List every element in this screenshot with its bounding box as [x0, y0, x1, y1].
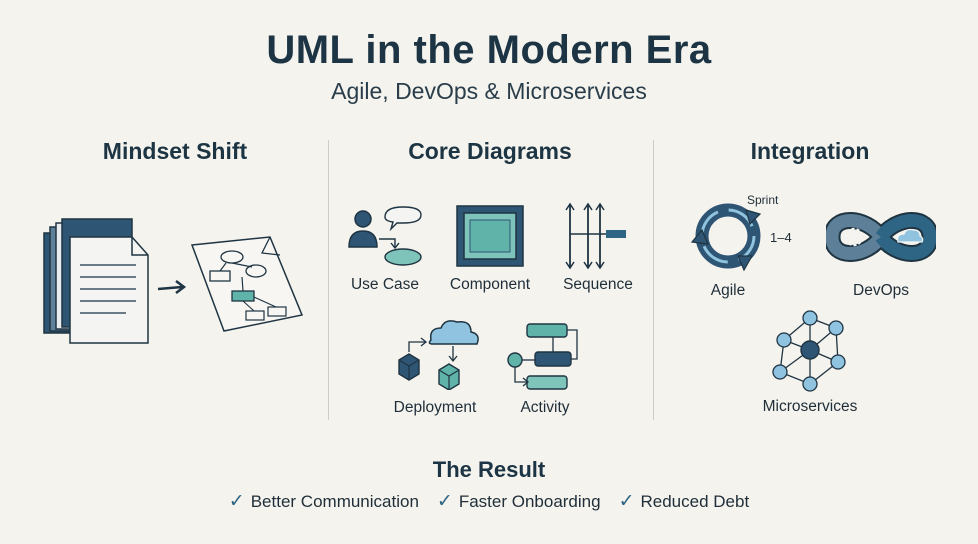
sequence-label: Sequence [563, 276, 633, 293]
result-item: ✓ Faster Onboarding [437, 490, 601, 513]
mindset-heading: Mindset Shift [102, 138, 248, 164]
document-stack-icon [43, 218, 149, 344]
microservices-label: Microservices [762, 398, 858, 415]
integration-heading: Integration [750, 138, 870, 164]
result-item-label: Better Communication [250, 491, 419, 511]
sprint-label: Sprint [747, 193, 779, 207]
result-item-label: Faster Onboarding [458, 491, 601, 511]
result-item: ✓ Reduced Debt [619, 490, 750, 513]
divider-right [653, 140, 654, 420]
devops-label: DevOps [853, 282, 909, 299]
agile-cycle-icon [690, 203, 762, 272]
core-diagrams-heading: Core Diagrams [408, 138, 572, 164]
result-item-label: Reduced Debt [640, 491, 750, 511]
sketched-diagram-icon [190, 236, 304, 332]
agile-label: Agile [710, 282, 746, 299]
page-title: UML in the Modern Era [266, 28, 712, 72]
divider-left [328, 140, 329, 420]
result-list: ✓ Better Communication ✓ Faster Onboardi… [0, 490, 978, 513]
sprint-range-label: 1–4 [770, 230, 792, 245]
deployment-label: Deployment [393, 399, 477, 416]
use-case-label: Use Case [350, 276, 420, 293]
check-icon: ✓ [436, 491, 453, 512]
devops-infinity-icon [826, 212, 936, 262]
arrow-right-icon [157, 280, 187, 294]
page-subtitle: Agile, DevOps & Microservices [331, 78, 647, 104]
activity-icon [507, 323, 578, 390]
sequence-icon [565, 202, 626, 270]
check-icon: ✓ [228, 491, 245, 512]
microservices-network-icon [772, 310, 846, 392]
use-case-icon [348, 206, 422, 266]
component-label: Component [449, 276, 531, 293]
activity-label: Activity [520, 399, 570, 416]
component-icon [456, 205, 524, 267]
result-title: The Result [432, 457, 546, 482]
result-item: ✓ Better Communication [229, 490, 419, 513]
deployment-icon [398, 320, 479, 390]
check-icon: ✓ [618, 491, 635, 512]
mindset-shift-illustration [43, 218, 304, 344]
